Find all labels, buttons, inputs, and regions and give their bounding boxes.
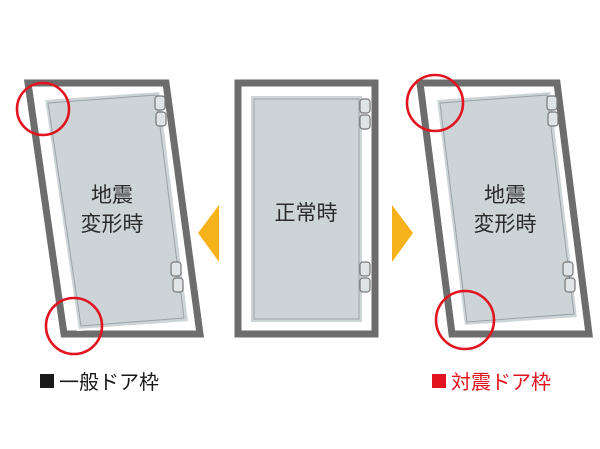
left-panel-deformed-ordinary-frame: 地震 変形時	[15, 79, 205, 356]
ordinary-frame-caption: 一般ドア枠	[40, 366, 159, 395]
right-bottom-hinge	[562, 261, 576, 293]
left-panel-label-line2: 変形時	[81, 212, 144, 236]
right-panel-label-line2: 変形時	[474, 212, 537, 236]
left-top-hinge	[154, 95, 167, 127]
ordinary-door-panel	[42, 89, 191, 332]
left-panel-label-line1: 地震	[91, 183, 133, 207]
seismic-door-panel	[434, 89, 580, 328]
right-top-hinge	[546, 95, 559, 127]
seismic-frame-caption-text: 対震ドア枠	[451, 370, 551, 394]
triangle-left-icon	[198, 205, 219, 262]
right-panel-label-line1: 地震	[484, 183, 526, 207]
seismic-frame-caption: 対震ドア枠	[432, 366, 551, 395]
center-bottom-hinge	[359, 261, 371, 293]
left-top-highlight-circle	[15, 81, 71, 137]
ordinary-frame-caption-text: 一般ドア枠	[59, 370, 159, 394]
ordinary-door-inner-line	[47, 94, 185, 327]
center-top-hinge	[359, 98, 371, 130]
right-panel-deformed-seismic-frame: 地震 変形時	[405, 73, 593, 351]
triangle-right-icon	[392, 205, 413, 262]
normal-door-panel	[249, 94, 364, 324]
center-panel-normal: 正常時	[234, 79, 379, 338]
seismic-door-inner-line	[439, 94, 575, 323]
red-square-icon	[432, 373, 446, 388]
right-bottom-highlight-circle	[434, 289, 496, 351]
left-bottom-highlight-circle	[44, 296, 104, 356]
normal-door-inner-line	[253, 98, 360, 320]
center-panel-label: 正常時	[275, 201, 338, 225]
left-bottom-hinge	[170, 261, 184, 293]
black-square-icon	[40, 373, 54, 388]
right-top-highlight-circle	[405, 73, 465, 133]
